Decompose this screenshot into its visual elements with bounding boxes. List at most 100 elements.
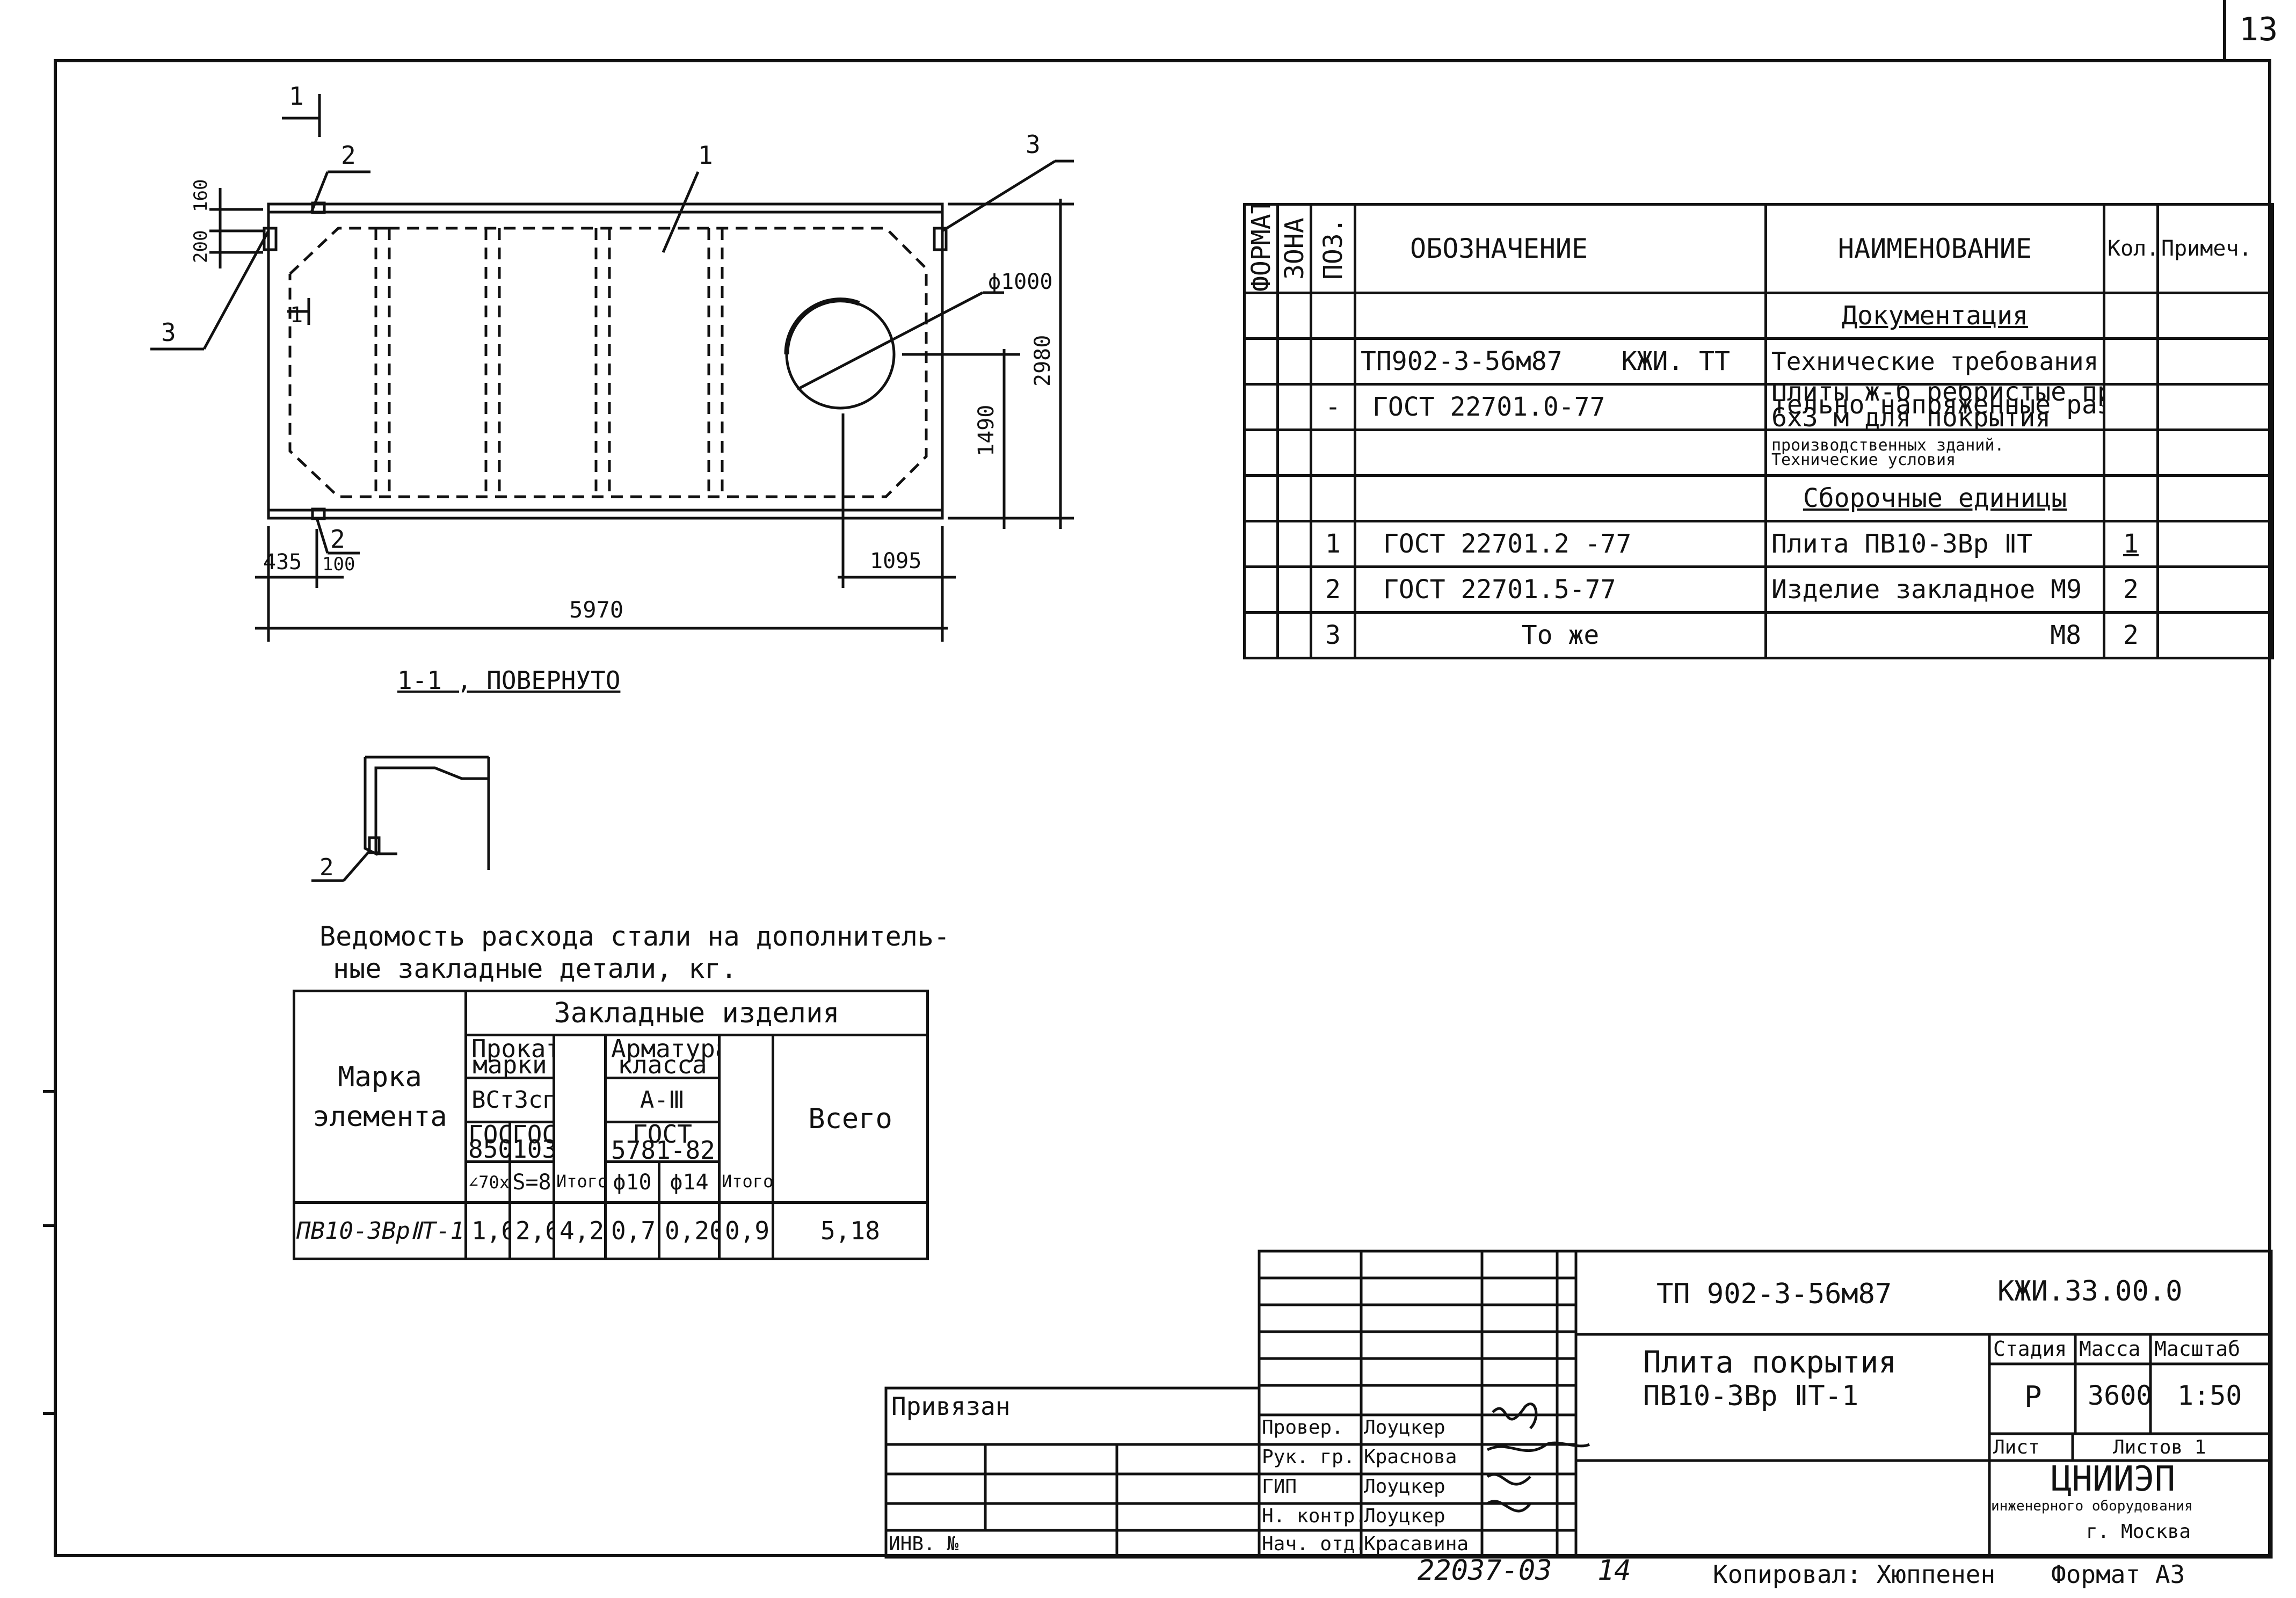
spec-r1-pos — [1310, 337, 1356, 386]
steel-title-line1: Ведомость расхода стали на дополнитель- — [319, 921, 950, 952]
spec-a3-name: М8 — [1764, 611, 2105, 659]
spec-a2-designation: ГОСТ 22701.5-77 — [1354, 565, 1767, 614]
org-city: г. Москва — [2086, 1521, 2191, 1543]
spec-r2-name-line4: производственных зданий. — [1771, 436, 2004, 455]
spec-a1-qty: 1 — [2103, 520, 2159, 568]
section-title: 1-1 , ПОВЕРНУТО — [397, 666, 621, 695]
dim-100: 100 — [322, 554, 355, 575]
section-drawing: 2 — [311, 756, 490, 882]
footer-number: 22037-03 — [1418, 1555, 1552, 1587]
steel-h-d14: ϕ14 — [658, 1160, 721, 1204]
spec-r2-designation: ГОСТ 22701.0-77 — [1354, 383, 1767, 431]
stage-header: Стадия — [1993, 1337, 2067, 1361]
role-2: Рук. гр. — [1262, 1446, 1355, 1468]
role-3: ГИП — [1262, 1476, 1297, 1498]
steel-h-angle: ∠70х8 — [464, 1160, 511, 1204]
callout-3-right: 3 — [1026, 130, 1041, 159]
steel-row-d14: 0,20 — [658, 1201, 721, 1260]
steel-h-rebar-class: А-Ⅲ — [604, 1077, 721, 1123]
footer-page: 14 — [1597, 1555, 1631, 1587]
stage-value: Р — [2024, 1380, 2042, 1414]
spec-h-name: НАИМЕНОВАНИЕ — [1764, 203, 2105, 294]
spec-r1-code: КЖИ. ТТ — [1621, 346, 1730, 376]
project-code: ТП 902-3-56м87 — [1656, 1278, 1892, 1310]
role-1: Провер. — [1262, 1417, 1343, 1439]
steel-h-mark-1: Марка — [338, 1061, 422, 1093]
drawing-frame — [54, 59, 2271, 1557]
steel-row-d10: 0,7 — [604, 1201, 660, 1260]
steel-h-grade: ВСт3сп5 — [464, 1077, 555, 1123]
specification-table: ФОРМАТ ЗОНА ПОЗ. ОБОЗНАЧЕНИЕ НАИМЕНОВАНИ… — [1243, 203, 2274, 659]
role-4: Н. контр. — [1262, 1505, 1367, 1527]
spec-r2-name-line5: Технические условия — [1771, 451, 1956, 469]
steel-title-line2: ные закладные детали, кг. — [333, 953, 737, 984]
spec-r2-pos: - — [1310, 383, 1356, 431]
spec-section-assemblies: Сборочные единицы — [1764, 474, 2105, 522]
mass-value: 3600 — [2088, 1380, 2153, 1411]
spec-a2-qty: 2 — [2103, 565, 2159, 614]
mass-header: Масса — [2079, 1337, 2141, 1361]
spec-a1-pos: 1 — [1310, 520, 1356, 568]
spec-h-note: Примеч. — [2156, 203, 2274, 294]
role-5-name: Красавина — [1364, 1533, 1469, 1555]
steel-row-all: 5,18 — [772, 1201, 929, 1260]
spec-a3-pos: 3 — [1310, 611, 1356, 659]
linked-label: Привязан — [891, 1392, 1011, 1421]
inv-label: ИНВ. № — [889, 1533, 959, 1555]
sheets-header: Листов 1 — [2113, 1436, 2206, 1458]
opening-diameter: ϕ1000 — [988, 270, 1052, 294]
spec-h-designation: ОБОЗНАЧЕНИЕ — [1354, 203, 1767, 294]
role-4-name: Лоуцкер — [1364, 1505, 1445, 1527]
callout-2-top: 2 — [341, 141, 356, 170]
callout-3-left: 3 — [161, 318, 176, 347]
spec-a2-name: Изделие закладное М9 — [1764, 565, 2105, 614]
steel-h-d10: ϕ10 — [604, 1160, 660, 1204]
role-5: Нач. отд. — [1262, 1533, 1367, 1555]
spec-a1-name: Плита ПВ10-3Вр ⅡТ — [1764, 520, 2105, 568]
section-callout-2: 2 — [319, 854, 334, 881]
steel-h-total: Итого — [553, 1161, 607, 1204]
page-number: 13 — [2239, 11, 2278, 48]
role-3-name: Лоуцкер — [1364, 1476, 1445, 1498]
sheet-header: Лист — [1993, 1436, 2040, 1458]
steel-row-total: 4,28 — [553, 1201, 607, 1260]
org-subtitle: инженерного оборудования — [1991, 1498, 2193, 1514]
steel-row-total2: 0,9 — [718, 1201, 774, 1260]
spec-r1-designation: ТП902-3-56м87 — [1361, 346, 1563, 376]
steel-table: Марка элемента Закладные изделия Прокат … — [293, 990, 929, 1260]
dim-left-offset: 435 — [263, 550, 302, 575]
section-mark-label-2: 1 — [290, 303, 303, 328]
spec-a1-designation: ГОСТ 22701.2 -77 — [1354, 520, 1767, 568]
steel-h-rebar-2: класса — [617, 1050, 707, 1078]
steel-row-mark: ПВ10-3ВрⅡТ-1 — [293, 1201, 467, 1260]
footer-copied: Копировал: Хюппенен — [1713, 1560, 1996, 1589]
steel-row-plate: 2,6 — [508, 1201, 555, 1260]
section-mark-label: 1 — [289, 82, 304, 111]
spec-r1-name: Технические требования — [1764, 337, 2105, 386]
steel-h-rolled-2: марки — [473, 1050, 547, 1078]
dim-200: 200 — [190, 230, 212, 263]
callout-1: 1 — [698, 141, 713, 170]
steel-row-angle: 1,68 — [464, 1201, 511, 1260]
steel-h-plate: S=8 — [508, 1160, 555, 1204]
steel-h-mark-2: элемента — [313, 1100, 447, 1133]
steel-h-total2: Итого — [718, 1161, 774, 1204]
steel-h-embedded: Закладные изделия — [464, 990, 929, 1036]
spec-a3-qty: 2 — [2103, 611, 2159, 659]
spec-a2-pos: 2 — [1310, 565, 1356, 614]
role-1-name: Лоуцкер — [1364, 1417, 1445, 1439]
spec-section-docs: Документация — [1764, 292, 2105, 340]
margin-tick — [43, 1224, 55, 1227]
page-number-divider — [2223, 0, 2226, 59]
role-2-name: Краснова — [1364, 1446, 1457, 1468]
drawing-title-2: ПВ10-3Вр ⅡТ-1 — [1643, 1380, 1859, 1412]
margin-tick — [43, 1090, 55, 1093]
footer-format: Формат А3 — [2051, 1560, 2185, 1589]
dim-width: 2980 — [1030, 335, 1055, 387]
dim-160: 160 — [190, 179, 212, 212]
callout-2-bottom: 2 — [330, 525, 345, 554]
dim-half-width: 1490 — [974, 405, 999, 456]
org-name: ЦНИИЭП — [2051, 1459, 2176, 1499]
drawing-title-1: Плита покрытия — [1643, 1345, 1897, 1380]
